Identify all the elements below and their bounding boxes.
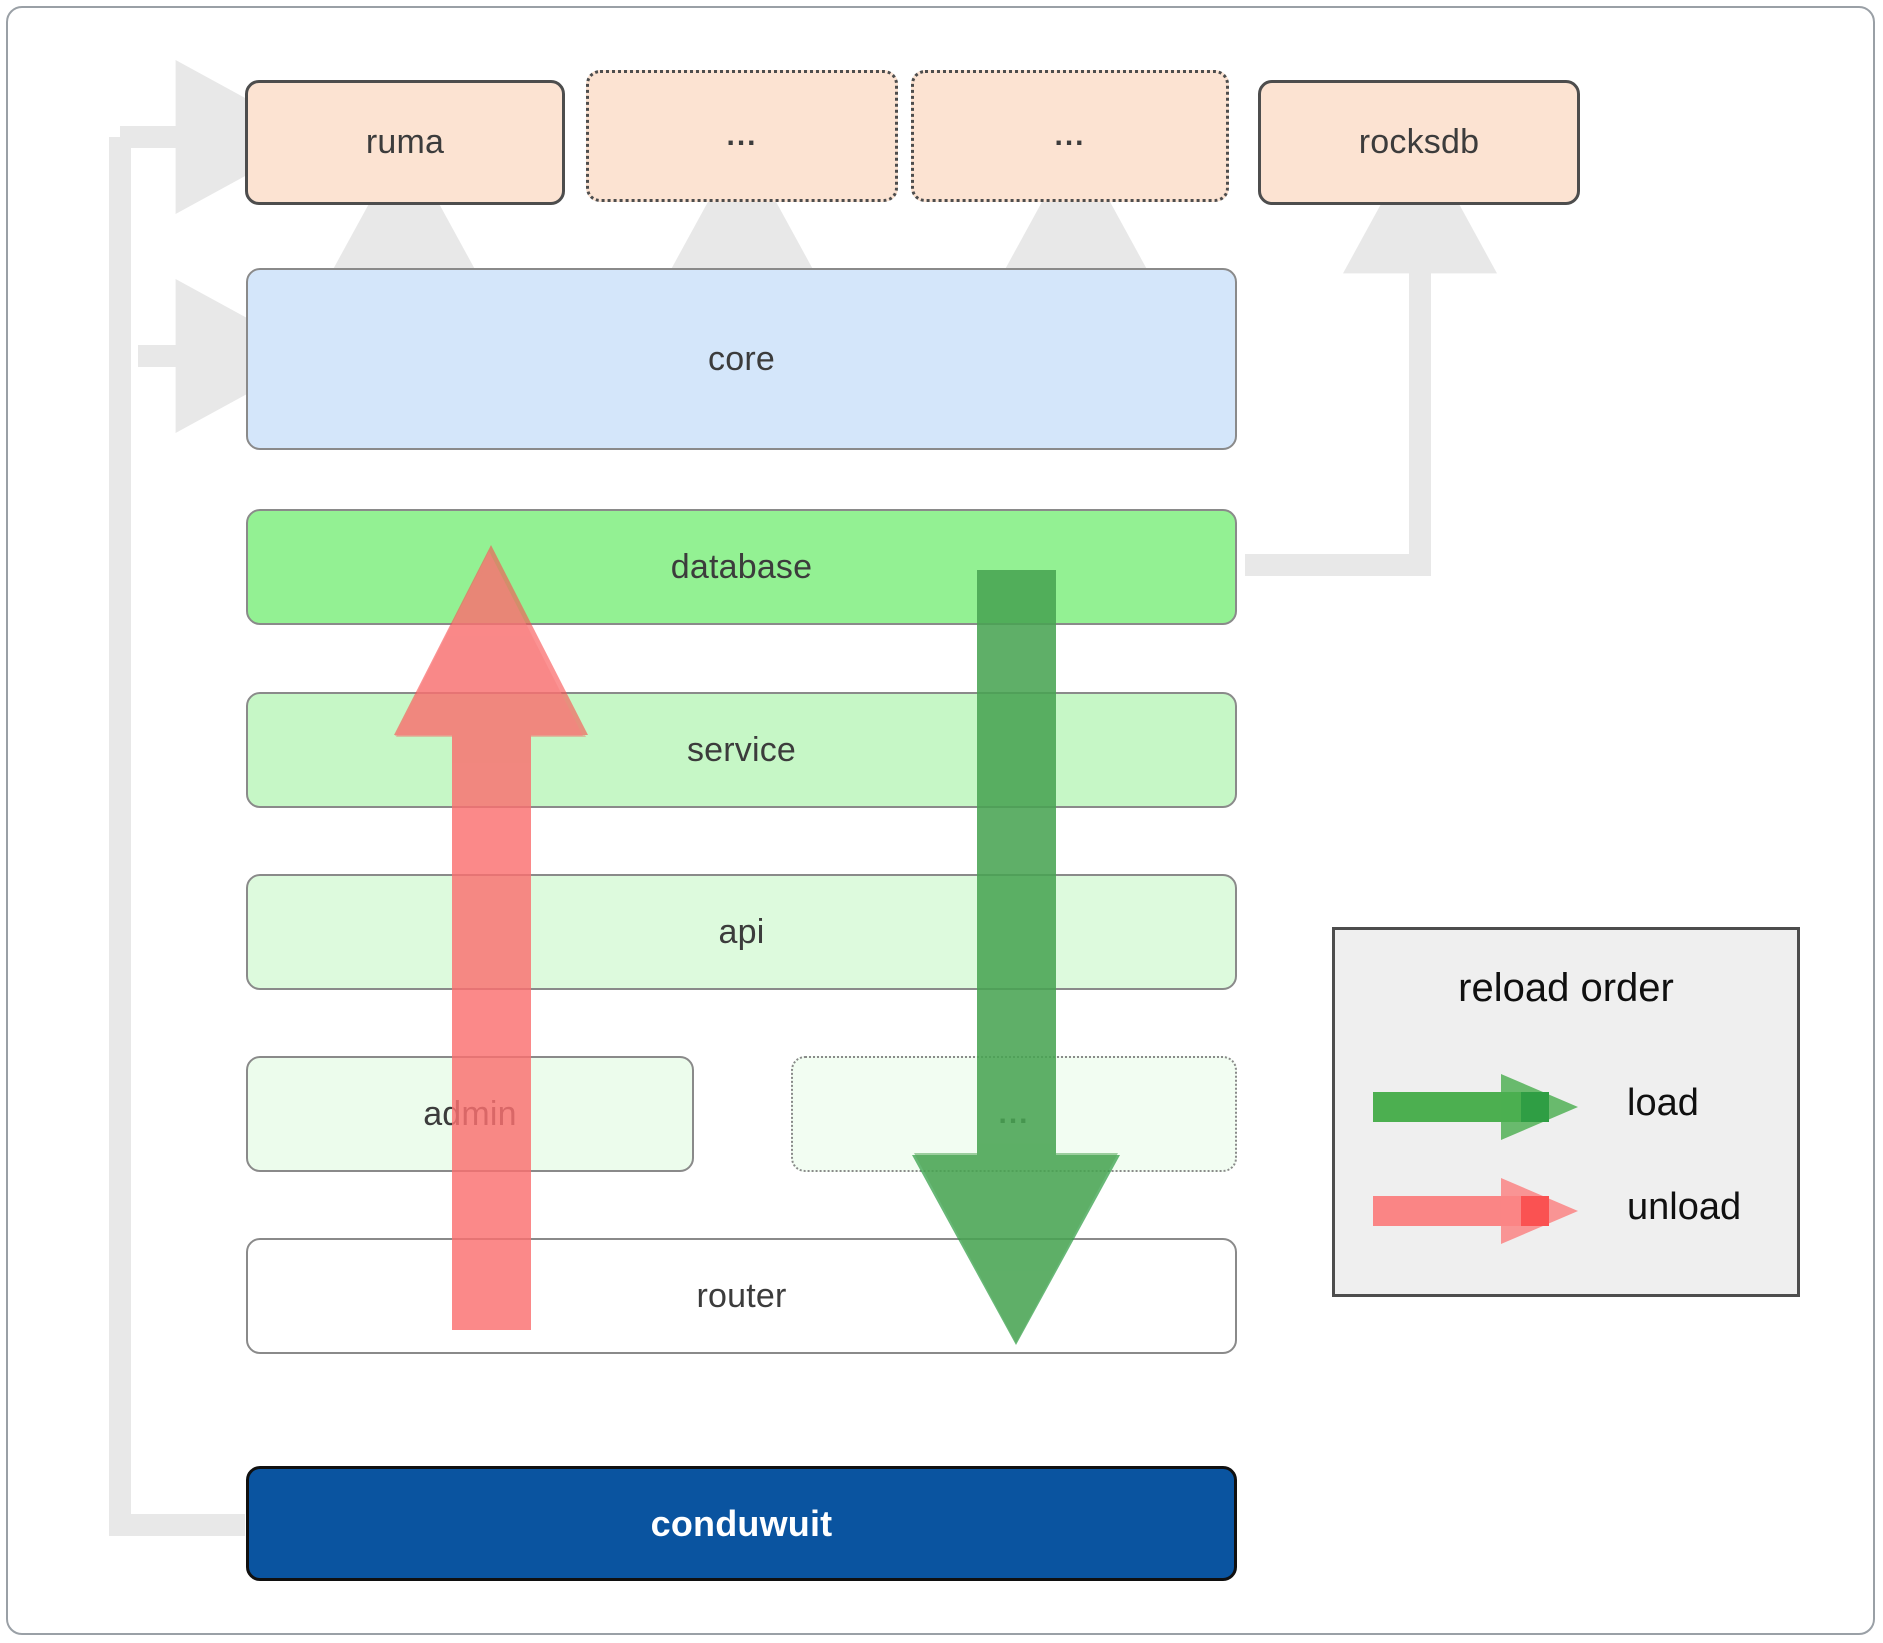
node-dependency-placeholder-a[interactable]: ... (586, 70, 898, 202)
node-core-label: core (708, 339, 775, 378)
node-router-label: router (696, 1276, 787, 1315)
legend-unload-label: unload (1627, 1186, 1742, 1228)
node-layer-placeholder-label: ... (998, 1097, 1030, 1130)
node-ruma-label: ruma (365, 123, 445, 161)
node-service-label: service (686, 730, 797, 769)
legend-row-load: load (1335, 1066, 1797, 1146)
node-admin[interactable]: admin (246, 1056, 694, 1172)
node-rocksdb[interactable]: rocksdb (1258, 80, 1580, 205)
legend-title: reload order (1458, 966, 1674, 1010)
legend-unload-arrow-icon (1373, 1178, 1578, 1244)
node-router[interactable]: router (246, 1238, 1237, 1354)
node-admin-label: admin (423, 1094, 517, 1133)
node-ruma[interactable]: ruma (245, 80, 565, 205)
node-conduwuit[interactable]: conduwuit (246, 1466, 1237, 1581)
node-dependency-placeholder-b[interactable]: ... (911, 70, 1229, 202)
node-dependency-placeholder-b-label: ... (1054, 119, 1086, 152)
node-dependency-placeholder-a-label: ... (726, 119, 758, 152)
legend-panel: reload order load unload (1332, 927, 1800, 1297)
legend-load-arrow-icon (1373, 1074, 1578, 1140)
node-database-label: database (670, 547, 813, 586)
node-service[interactable]: service (246, 692, 1237, 808)
legend-row-unload: unload (1335, 1170, 1797, 1250)
node-layer-placeholder[interactable]: ... (791, 1056, 1237, 1172)
node-core[interactable]: core (246, 268, 1237, 450)
node-api-label: api (718, 912, 765, 951)
diagram-outer-frame (6, 6, 1875, 1635)
node-database[interactable]: database (246, 509, 1237, 625)
node-conduwuit-label: conduwuit (650, 1502, 833, 1544)
node-api[interactable]: api (246, 874, 1237, 990)
legend-load-label: load (1627, 1082, 1699, 1124)
node-rocksdb-label: rocksdb (1358, 123, 1480, 161)
